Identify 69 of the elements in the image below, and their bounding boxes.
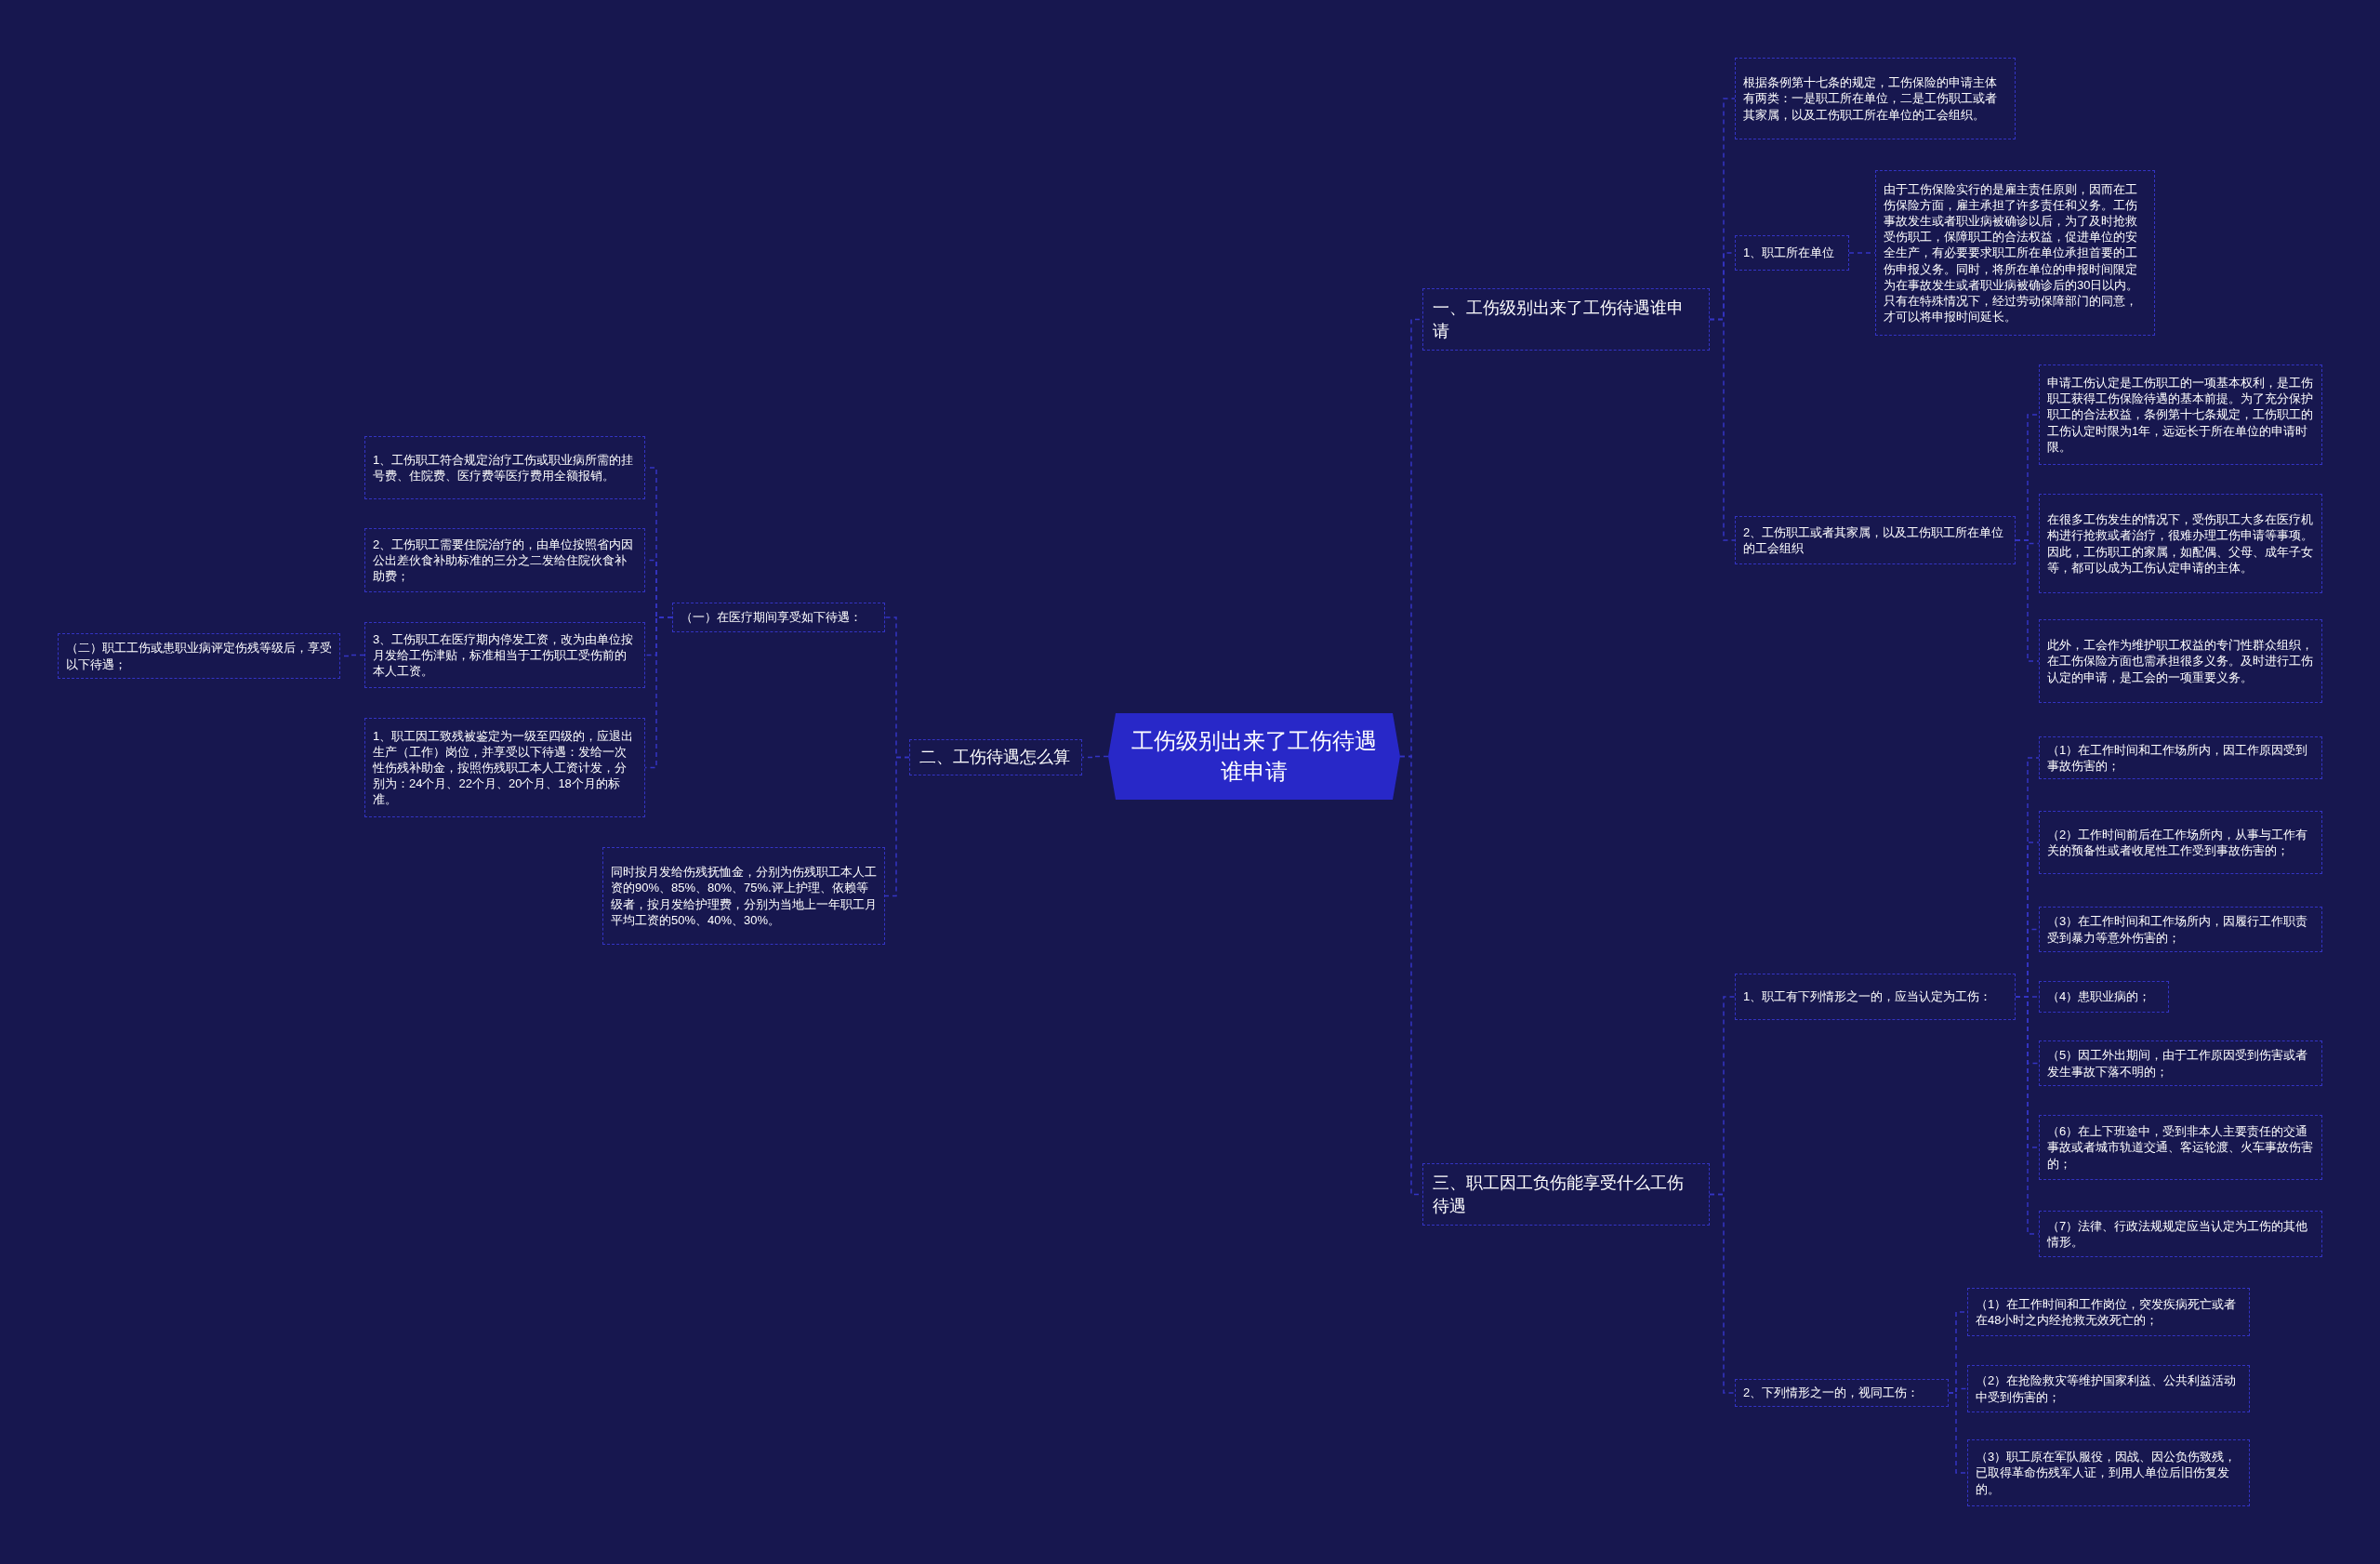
topic-text: （2）工作时间前后在工作场所内，从事与工作有关的预备性或者收尾性工作受到事故伤害的；: [2047, 826, 2309, 859]
topic-box: [2039, 811, 2322, 874]
topic-box: [364, 718, 645, 817]
topic-text: （7）法律、行政法规规定应当认定为工伤的其他情形。: [2047, 1217, 2309, 1251]
topic-box: [1735, 1379, 1949, 1407]
topic-box: [602, 847, 885, 945]
connector-line: [1848, 252, 1876, 254]
topic-text: （二）职工工伤或患职业病评定伤残等级后，享受以下待遇；: [66, 640, 332, 672]
connector-line: [2015, 539, 2040, 662]
topic-text: （1）在工作时间和工作场所内，因工作原因受到事故伤害的；: [2047, 741, 2309, 775]
connector-line: [644, 616, 673, 769]
connector-line: [1948, 1392, 1968, 1474]
topic-box: [58, 633, 340, 679]
topic-box: [2039, 981, 2169, 1013]
topic-text: 3、工伤职工在医疗期内停发工资，改为由单位按月发给工伤津贴，标准相当于工伤职工受伤前的本人工资。: [373, 630, 635, 680]
topic-text: 1、工伤职工符合规定治疗工伤或职业病所需的挂号费、住院费、医疗费等医疗费用全额报销。: [373, 451, 635, 484]
connector-line: [1081, 755, 1109, 759]
topic-box: [2039, 907, 2322, 952]
topic-box: [1735, 235, 1849, 271]
topic-text: 三、职工因工负伤能享受什么工伤待遇: [1433, 1173, 1685, 1217]
topic-box: [1735, 516, 2016, 564]
topic-text: 2、工伤职工或者其家属，以及工伤职工所在单位的工会组织: [1743, 524, 2005, 557]
topic-box: [1735, 58, 2016, 139]
topic-text: （2）在抢险救灾等维护国家利益、公共利益活动中受到伤害的；: [1976, 1372, 2238, 1405]
topic-text: 1、职工所在单位: [1743, 245, 1836, 261]
topic-text: （3）在工作时间和工作场所内，因履行工作职责受到暴力等意外伤害的；: [2047, 913, 2309, 946]
topic-box: [1422, 288, 1710, 351]
topic-box: [1875, 170, 2155, 336]
topic-text: 工伤级别出来了工伤待遇谁申请: [1130, 727, 1378, 786]
topic-box: [2039, 1040, 2322, 1086]
topic-text: 同时按月发给伤残抚恤金，分别为伤残职工本人工资的90%、85%、80%、75%.评上护理、依赖等级者，按月发给护理费，分别为当地上一年职工月平均工资的50%、40%、30%。: [611, 864, 877, 928]
topic-text: 1、职工因工致残被鉴定为一级至四级的，应退出生产（工作）岗位，并享受以下待遇：发给一次性伤残补助金，按照伤残职工本人工资计发，分别为：24个月、22个月、20个月、18个月的标准。: [373, 727, 635, 808]
central-topic: [1108, 713, 1400, 800]
topic-text: （6）在上下班途中，受到非本人主要责任的交通事故或者城市轨道交通、客运轮渡、火车事故伤害的；: [2047, 1123, 2314, 1172]
topic-text: 1、职工有下列情形之一的，应当认定为工伤：: [1743, 988, 1993, 1005]
topic-box: [1735, 974, 2016, 1020]
topic-box: [2039, 736, 2322, 779]
topic-text: （1）在工作时间和工作岗位，突发疾病死亡或者在48小时之内经抢救无效死亡的；: [1976, 1295, 2238, 1329]
topic-box: [2039, 364, 2322, 465]
connector-line: [884, 756, 910, 897]
topic-text: 2、工伤职工需要住院治疗的，由单位按照省内因公出差伙食补助标准的三分之二发给住院伙食补助费；: [373, 536, 635, 585]
topic-box: [1422, 1163, 1710, 1226]
connector-line: [1709, 318, 1736, 541]
topic-text: 根据条例第十七条的规定，工伤保险的申请主体有两类：一是职工所在单位，二是工伤职工或者其家属，以及工伤职工所在单位的工会组织。: [1743, 74, 1998, 123]
topic-box: [2039, 619, 2322, 703]
topic-text: 申请工伤认定是工伤职工的一项基本权利，是工伤职工获得工伤保险待遇的基本前提。为了充分保护职工的合法权益，条例第十七条规定，工伤职工的工伤认定时限为1年，远远长于所在单位的申请时限。: [2047, 375, 2314, 455]
topic-box: [1967, 1365, 2250, 1412]
topic-text: （4）患职业病的；: [2047, 988, 2152, 1005]
topic-text: （一）在医疗期间享受如下待遇：: [681, 609, 863, 626]
topic-box: [364, 436, 645, 499]
topic-box: [672, 603, 885, 632]
topic-text: 二、工伤待遇怎么算: [919, 747, 1071, 769]
connector-line: [2015, 996, 2040, 1235]
topic-text: （3）职工原在军队服役，因战、因公负伤致残，已取得革命伤残军人证，到用人单位后旧伤复发的。: [1976, 1449, 2238, 1497]
topic-text: 由于工伤保险实行的是雇主责任原则，因而在工伤保险方面，雇主承担了许多责任和义务。工伤事故发生或者职业病被确诊以后，为了及时抢救受伤职工，保障职工的合法权益，促进单位的安全生产，有必要要求职工所在单位承担首要的工伤申报义务。同时，将所在单位的申报时间限定为在事故发生或者职业病被确诊后的30日以内。只有在特殊情况下，经过劳动保障部门的同意，才可以将申报时间延长。: [1884, 180, 2140, 325]
topic-box: [909, 739, 1082, 775]
topic-box: [2039, 1211, 2322, 1257]
connector-line: [1709, 1193, 1736, 1394]
topic-text: 2、下列情形之一的，视同工伤：: [1743, 1385, 1921, 1401]
topic-text: 在很多工伤发生的情况下，受伤职工大多在医疗机构进行抢救或者治疗，很难办理工伤申请等事项。因此，工伤职工的家属，如配偶、父母、成年子女等，都可以成为工伤认定申请的主体。: [2047, 511, 2314, 576]
topic-text: 此外，工会作为维护职工权益的专门性群众组织，在工伤保险方面也需承担很多义务。及时进行工伤认定的申请，是工会的一项重要义务。: [2047, 637, 2314, 685]
topic-box: [2039, 494, 2322, 593]
topic-box: [1967, 1288, 2250, 1336]
topic-text: （5）因工外出期间，由于工作原因受到伤害或者发生事故下落不明的；: [2047, 1047, 2309, 1080]
topic-text: 一、工伤级别出来了工伤待遇谁申请: [1433, 298, 1685, 342]
topic-box: [364, 528, 645, 592]
topic-box: [364, 622, 645, 688]
topic-box: [2039, 1115, 2322, 1180]
topic-box: [1967, 1439, 2250, 1506]
